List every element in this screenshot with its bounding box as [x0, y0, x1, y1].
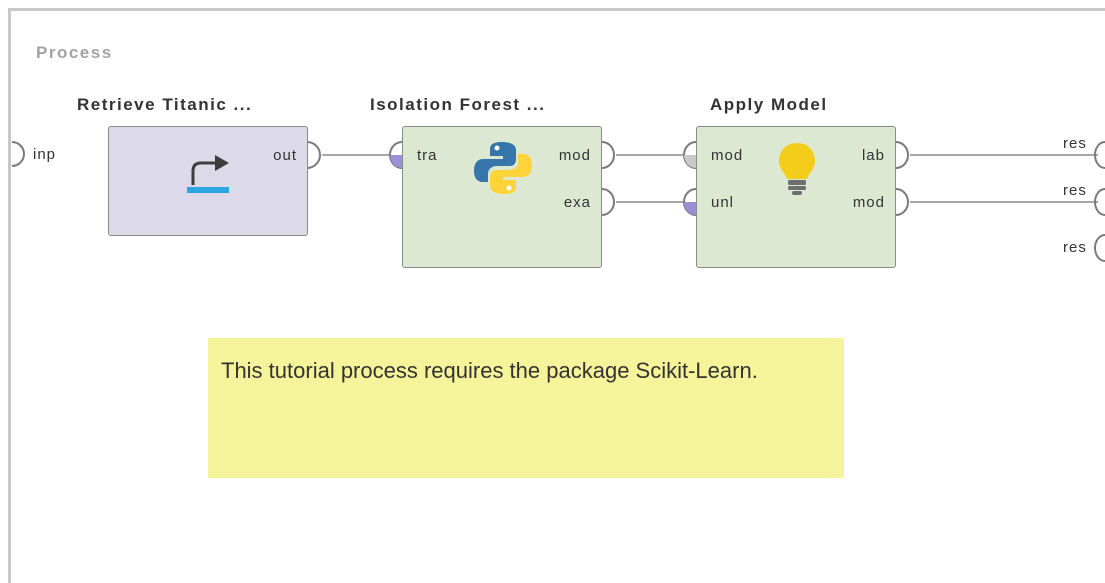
apply-lab-label: lab — [861, 147, 885, 164]
process-output-port-2[interactable] — [1094, 188, 1105, 216]
forest-operator-title: Isolation Forest ... — [370, 95, 546, 114]
process-input-label: inp — [33, 146, 57, 163]
apply-mod-in-port-fill — [684, 155, 696, 168]
process-output-port-3[interactable] — [1094, 234, 1105, 262]
apply-unl-port-fill — [684, 202, 696, 215]
apply-unl-label: unl — [711, 194, 735, 211]
retrieve-out-port[interactable] — [306, 141, 321, 169]
retrieve-operator-title: Retrieve Titanic ... — [77, 95, 253, 114]
apply-mod-out-label: mod — [852, 194, 885, 211]
apply-mod-out-port[interactable] — [895, 188, 909, 216]
canvas-left-border — [8, 8, 11, 583]
process-output-label-2: res — [1063, 182, 1087, 199]
forest-tra-label: tra — [417, 147, 438, 164]
forest-operator[interactable]: tra mod exa — [402, 126, 602, 268]
retrieve-operator[interactable]: out — [108, 126, 308, 236]
lightbulb-icon — [779, 143, 815, 195]
apply-mod-in-label: mod — [711, 147, 744, 164]
apply-lab-port[interactable] — [895, 141, 909, 169]
tutorial-note[interactable]: This tutorial process requires the packa… — [208, 338, 844, 478]
forest-tra-port-fill — [390, 155, 402, 168]
process-output-label-1: res — [1063, 135, 1087, 152]
canvas-top-border — [8, 8, 1105, 11]
retrieve-out-label: out — [273, 147, 297, 164]
python-logo-icon — [474, 142, 532, 194]
tutorial-note-text: This tutorial process requires the packa… — [221, 358, 758, 383]
forest-exa-port[interactable] — [601, 188, 615, 216]
forest-mod-label: mod — [558, 147, 591, 164]
apply-operator-title: Apply Model — [710, 95, 828, 114]
retrieve-arrow-icon — [187, 155, 229, 193]
process-title: Process — [36, 43, 113, 62]
process-output-port-1[interactable] — [1094, 141, 1105, 169]
apply-operator[interactable]: mod unl lab mod — [696, 126, 896, 268]
process-output-label-3: res — [1063, 239, 1087, 256]
process-input-port[interactable] — [11, 141, 25, 167]
forest-exa-label: exa — [563, 194, 591, 211]
forest-mod-port[interactable] — [601, 141, 615, 169]
